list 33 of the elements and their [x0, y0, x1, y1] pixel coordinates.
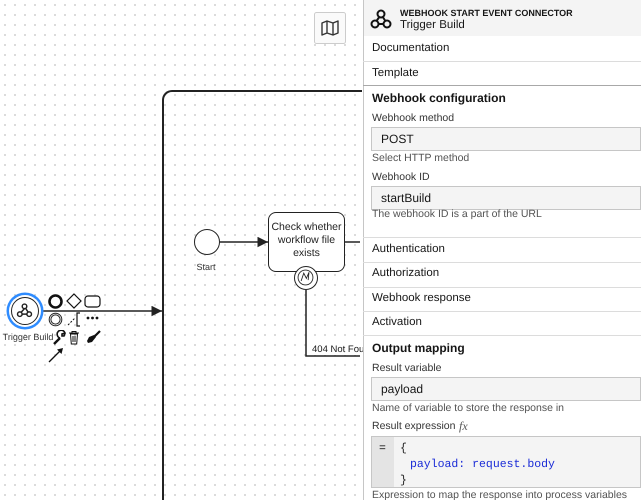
sequence-flow	[305, 290, 360, 357]
task-label: Check whether workflow file exists	[270, 221, 343, 260]
help-text: Select HTTP method	[372, 152, 470, 165]
code-text: {	[400, 442, 407, 456]
sequence-flow	[220, 236, 268, 248]
help-text: Expression to map the response into process variables	[372, 489, 628, 500]
field-label: Result expression	[372, 420, 456, 433]
code-text: }	[400, 474, 407, 488]
help-text: The webhook ID is a part of the URL	[372, 208, 542, 221]
panel-title: WEBHOOK START EVENT CONNECTOR	[400, 8, 573, 19]
section-header: Webhook response	[372, 292, 471, 306]
formula-symbol: fx	[459, 419, 468, 434]
field-label: Webhook method	[372, 112, 454, 125]
input-field: payload	[371, 377, 641, 401]
code-text: =	[379, 442, 386, 456]
section-header: Authorization	[372, 267, 440, 281]
section-header: Template	[372, 67, 419, 81]
code-text: payload: request.body	[410, 458, 555, 472]
section-header: Activation	[372, 316, 422, 330]
group-title: Webhook configuration	[372, 91, 506, 106]
section-header: Documentation	[372, 42, 450, 56]
element-name: Trigger Build	[400, 19, 465, 33]
event-label: Start	[195, 262, 216, 273]
sequence-flow	[345, 241, 360, 243]
help-text: Name of variable to store the response in	[372, 402, 564, 415]
task-box	[268, 212, 345, 272]
group-title: Output mapping	[372, 341, 465, 356]
section-header: Authentication	[372, 243, 445, 257]
event-label: Trigger Build	[2, 332, 54, 343]
field-label: Result variable	[372, 362, 442, 375]
select-field: POST	[371, 127, 641, 151]
input-field: startBuild	[371, 186, 641, 210]
field-label: Webhook ID	[372, 171, 430, 184]
